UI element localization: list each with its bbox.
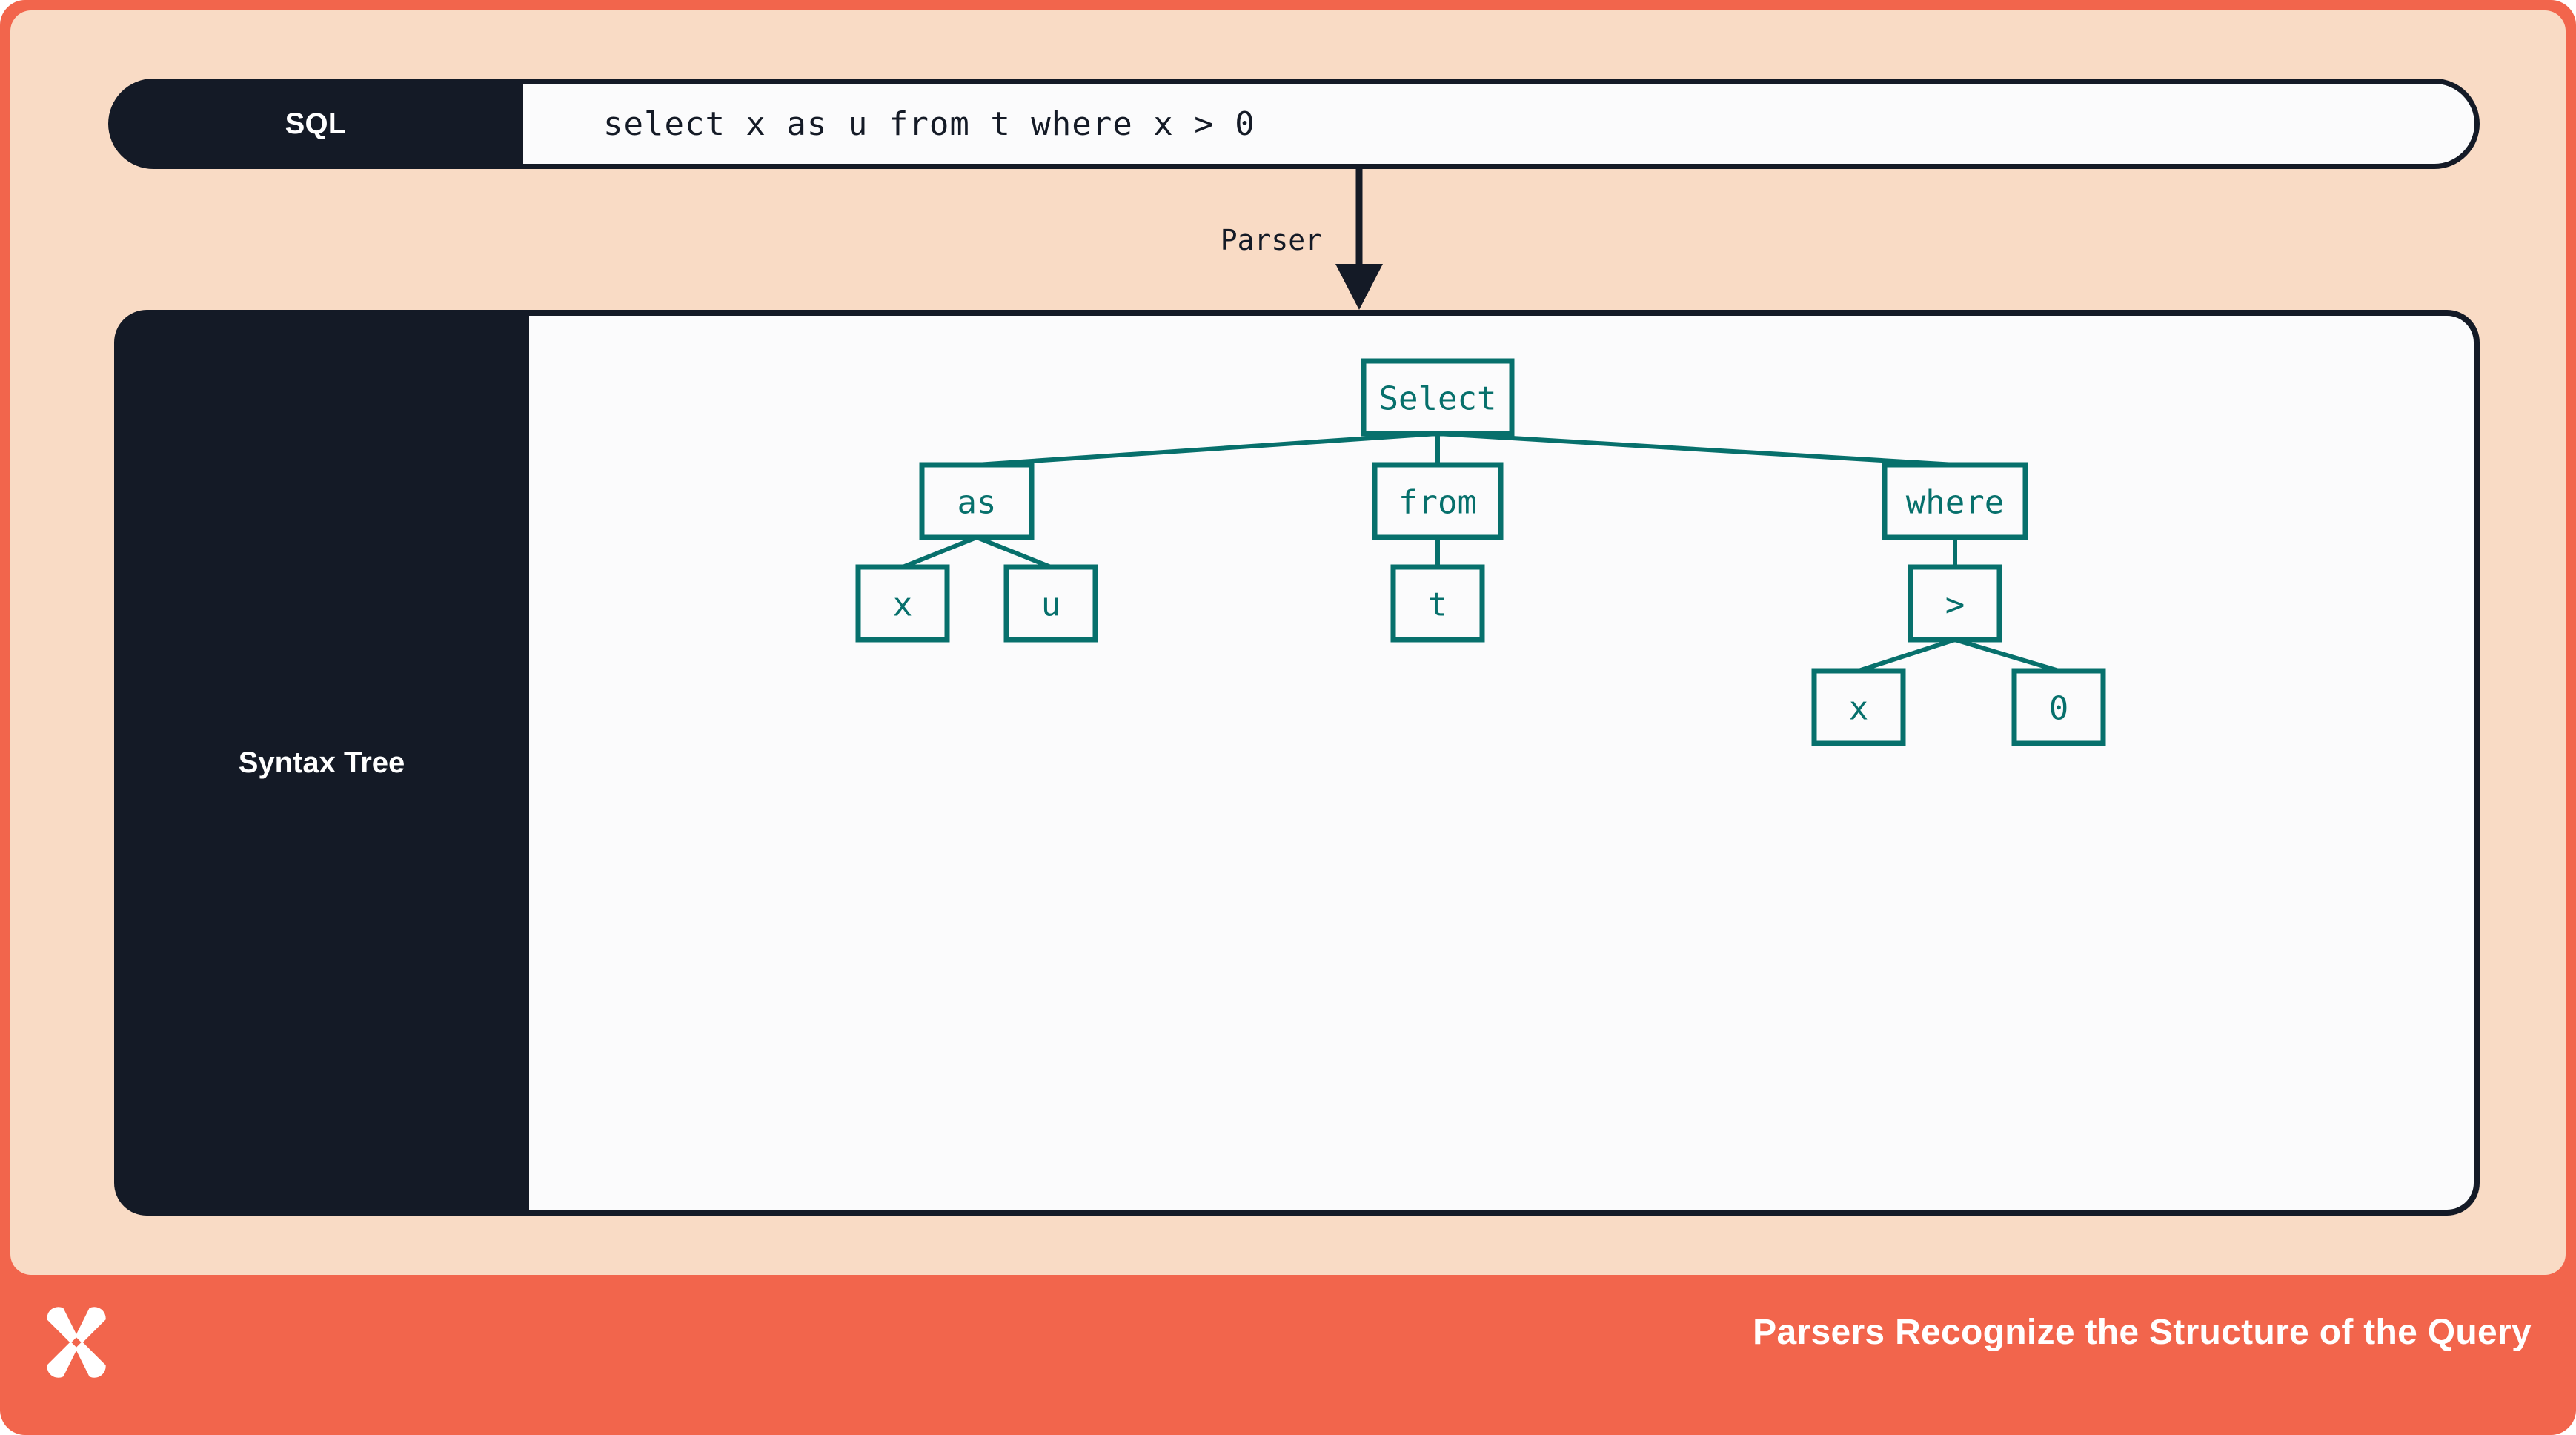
footer-bar: Parsers Recognize the Structure of the Q…: [0, 1275, 2576, 1435]
tree-node-box: [1811, 668, 1906, 746]
tree-node-label: 0: [2049, 690, 2069, 728]
tree-edge: [1858, 637, 1956, 673]
tree-node-box: [1372, 462, 1504, 540]
tree-node-label: from: [1398, 484, 1477, 522]
tree-node[interactable]: >: [1908, 564, 2002, 643]
tree-node-box: [1390, 564, 1485, 643]
syntax-tree-card: Syntax Tree Select as from where x u t > x 0: [114, 310, 2480, 1216]
sql-query-field[interactable]: select x as u from t where x > 0: [523, 84, 2474, 164]
tree-node[interactable]: t: [1390, 564, 1485, 643]
tree-node[interactable]: u: [1003, 564, 1098, 643]
tree-edge: [901, 535, 978, 569]
sql-query-text: select x as u from t where x > 0: [603, 105, 1255, 143]
tree-edge: [1954, 637, 2059, 673]
tree-node-box: [2011, 668, 2106, 746]
arrow-down-icon: [1335, 165, 1383, 310]
tree-node-label: where: [1906, 484, 2004, 522]
tree-node-box: [1003, 564, 1098, 643]
tree-node[interactable]: as: [919, 462, 1035, 540]
tree-node-label: Select: [1379, 380, 1497, 418]
sql-row-label: SQL: [285, 107, 347, 140]
tree-node-label: t: [1428, 586, 1448, 624]
tree-node[interactable]: from: [1372, 462, 1504, 540]
tree-node-label: as: [957, 484, 997, 522]
four-point-star-logo: [47, 1307, 106, 1378]
content-stage: SQL select x as u from t where x > 0 Par…: [10, 10, 2566, 1275]
tree-node[interactable]: x: [1811, 668, 1906, 746]
tree-node-box: [919, 462, 1035, 540]
tree-node-label: x: [1849, 690, 1869, 728]
tree-node-label: u: [1041, 586, 1061, 624]
tree-node[interactable]: 0: [2011, 668, 2106, 746]
tree-node-box: [1361, 358, 1515, 437]
tree-node[interactable]: where: [1882, 462, 2028, 540]
syntax-tree-label: Syntax Tree: [238, 746, 405, 779]
sql-input-row: SQL select x as u from t where x > 0: [108, 79, 2480, 169]
tree-edge: [1437, 431, 1956, 467]
tree-node-box: [1882, 462, 2028, 540]
syntax-tree-graph: Select as from where x u t > x 0: [855, 358, 2106, 746]
tree-node[interactable]: Select: [1361, 358, 1515, 437]
footer-caption: Parsers Recognize the Structure of the Q…: [1753, 1313, 2532, 1352]
tree-node-label: >: [1945, 586, 1965, 624]
tree-node-label: x: [893, 586, 913, 624]
syntax-tree-canvas: Select as from where x u t > x 0: [529, 316, 2474, 1210]
tree-node-box: [855, 564, 950, 643]
tree-node[interactable]: x: [855, 564, 950, 643]
tree-edge: [975, 535, 1052, 569]
parser-step-label: Parser: [1220, 224, 1322, 256]
tree-edge: [976, 431, 1438, 467]
tree-node-box: [1908, 564, 2002, 643]
